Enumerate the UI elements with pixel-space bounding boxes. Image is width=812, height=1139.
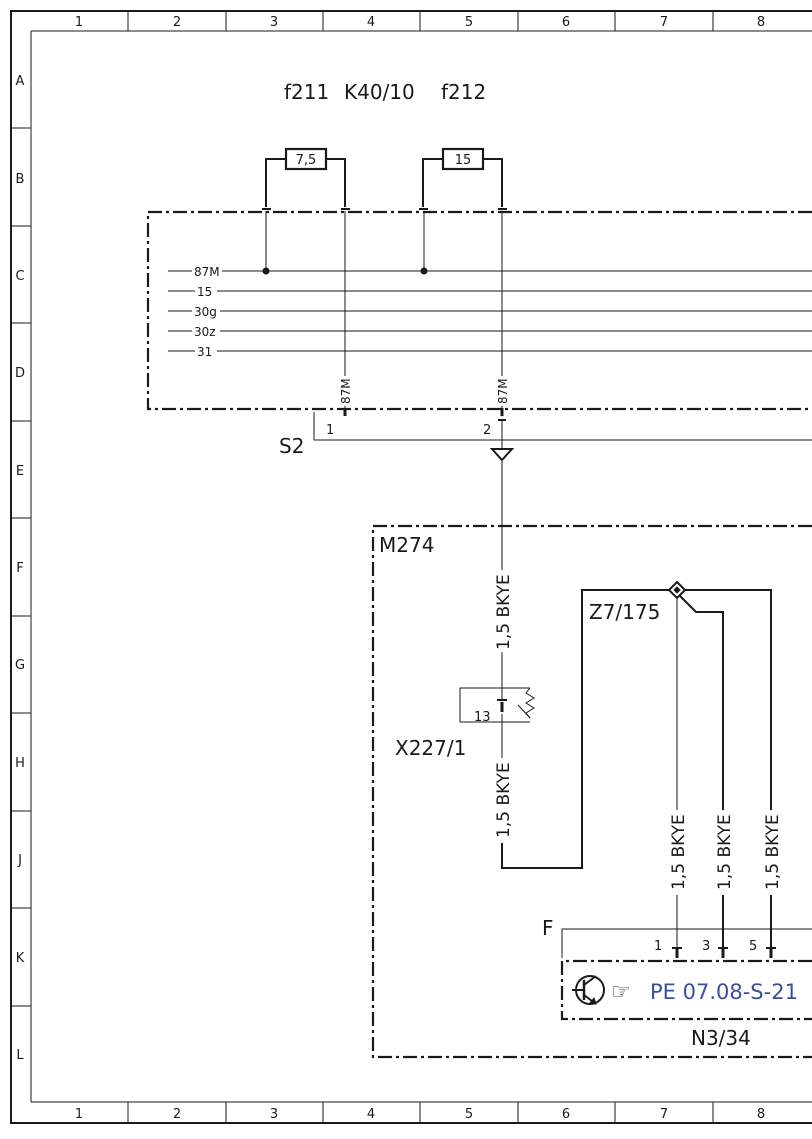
fuse-f211 [262,147,350,210]
grid-col-label: 5 [465,1107,473,1122]
grid-row-label: J [17,853,22,868]
reference-link[interactable]: PE 07.08-S-21 [650,980,798,1004]
x227-pin: 13 [474,710,491,725]
grid-row-label: K [16,951,25,966]
engine-m274-border [371,524,812,1059]
x227-label: X227/1 [395,736,466,760]
pointing-hand-icon: ☞ [611,980,631,1005]
grid-row-label: E [16,464,24,479]
bus-line-labels: 87M 15 30g 30z 31 [192,263,222,359]
grid-col-label: 2 [173,1107,181,1122]
transistor-icon [572,975,605,1005]
grid-row-label: A [16,74,25,89]
wire-label-lower: 1,5 BKYE [494,762,514,838]
connector-s2 [313,412,812,570]
control-unit-n3-34-border [560,959,812,1021]
terminal-labels: 87M 87M [338,376,510,406]
connector-f-label: F [542,916,554,940]
terminal-87m-left: 87M [339,378,353,404]
wire-label-pin-1: 1,5 BKYE [669,814,689,890]
bus-label-30z: 30z [194,325,216,339]
grid-col-label: 5 [465,15,473,30]
control-unit-feed-wires [672,895,776,958]
grid-col-label: 6 [562,15,570,30]
fuse-f212 [419,147,507,210]
fuse-f212-rating: 15 [455,153,472,168]
wire-label-upper: 1,5 BKYE [494,574,514,650]
grid-col-label: 4 [367,1107,375,1122]
bus-label-31: 31 [197,345,212,359]
grid-col-label: 2 [173,15,181,30]
bus-lines [168,270,812,352]
wire-label-pin-3: 1,5 BKYE [715,814,735,890]
grid-row-label: G [15,658,25,673]
grid-col-label: 3 [270,1107,278,1122]
fuse-f211-rating: 7,5 [296,153,317,168]
bus-label-87m: 87M [194,265,220,279]
splice-z7-175 [667,580,772,810]
fuse-feeds [262,211,428,275]
grid-col-label: 8 [757,1107,765,1122]
grid-col-label: 7 [660,1107,668,1122]
s2-pin-2: 2 [483,423,491,438]
control-unit-label: N3/34 [691,1026,751,1050]
bus-label-30g: 30g [194,305,217,319]
grid-row-label: D [15,366,25,381]
grid-row-label: F [16,561,23,576]
relay-k40-10-label: K40/10 [344,80,415,104]
grid-row-label: H [15,756,25,771]
grid-column-labels-bottom: 1 2 3 4 5 6 7 8 [75,1107,765,1122]
grid-column-labels-top: 1 2 3 4 5 6 7 8 [75,15,765,30]
s2-pin-1: 1 [326,423,334,438]
grid-col-label: 7 [660,15,668,30]
fuse-outputs [343,211,506,421]
fuse-f212-label: f212 [441,80,486,104]
wire-label-pin-5: 1,5 BKYE [763,814,783,890]
engine-m274-label: M274 [379,533,434,557]
sheet-frame [10,10,812,1124]
cu-pin-3: 3 [702,939,710,954]
fuse-box-border [146,210,812,411]
grid-col-label: 6 [562,1107,570,1122]
grid-col-label: 3 [270,15,278,30]
terminal-87m-right: 87M [496,378,510,404]
cu-pin-1: 1 [654,939,662,954]
grid-row-label: C [15,269,24,284]
cu-pin-5: 5 [749,939,757,954]
bus-label-15: 15 [197,285,212,299]
connector-x227-1 [459,687,535,723]
grid-col-label: 1 [75,1107,83,1122]
grid-col-label: 8 [757,15,765,30]
grid-col-label: 4 [367,15,375,30]
splice-label: Z7/175 [589,600,660,624]
grid-col-label: 1 [75,15,83,30]
fuse-f211-label: f211 [284,80,329,104]
s2-label: S2 [279,434,304,458]
grid-row-label: B [16,172,25,187]
connector-f-outline [561,928,812,958]
grid-row-labels: A B C D E F G H J K L [15,74,25,1063]
grid-row-label: L [16,1048,24,1063]
